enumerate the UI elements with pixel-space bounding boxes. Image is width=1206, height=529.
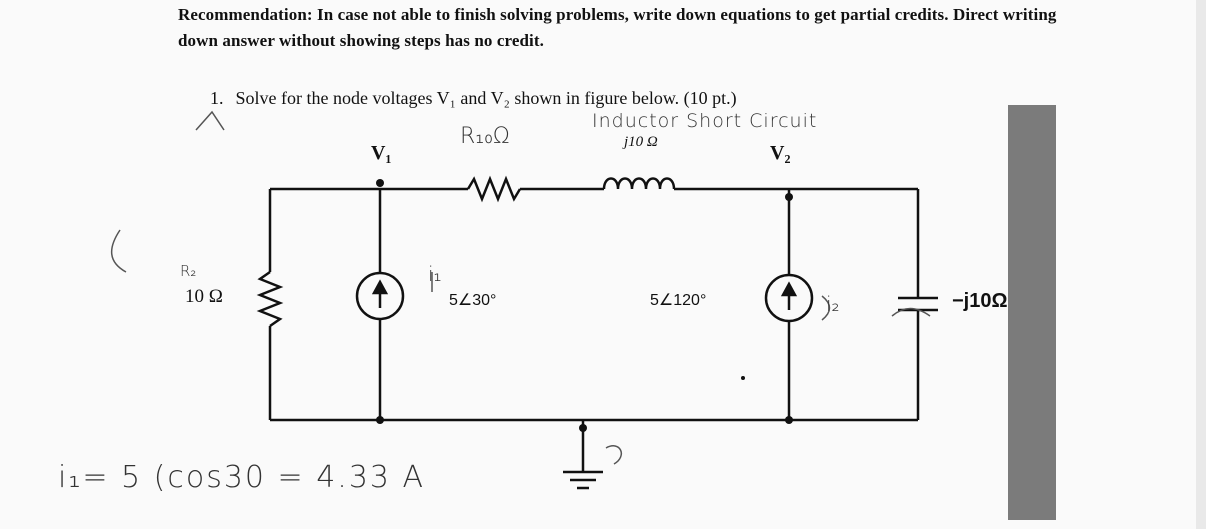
handwritten-inductor-note: Inductor Short Circuit [592,110,818,132]
problem-statement: 1. Solve for the node voltages V₁ and V₂ … [210,88,737,109]
node-label-v2: V₂ [770,142,791,164]
recommendation-text: Recommendation: In case not able to fini… [178,5,1057,50]
scan-gray-band [1008,105,1056,520]
handwritten-equation: i₁= 5 (cos30 = 4.33 A [58,460,426,495]
ground-icon [563,470,603,490]
problem-text: Solve for the node voltages V₁ and V₂ sh… [235,88,737,108]
inductor-coil [602,177,676,190]
node-dot-v2 [785,193,793,201]
handwritten-loop [605,445,623,465]
node-dot [376,416,384,424]
source1-label: 5∠30° [449,292,497,309]
stray-dot [741,376,745,380]
source2-label: 5∠120° [650,292,707,309]
handwritten-r-note: R₁₀Ω [460,124,510,149]
resistor-top [466,175,522,203]
handwritten-i1-mark: i₁ [428,262,442,286]
handwritten-cap-mark [891,307,931,317]
problem-number: 1. [210,88,224,108]
left-resistor-label: 10 Ω [185,286,223,307]
arrow-up-icon [780,281,798,297]
handwritten-arrow-mark [821,295,831,321]
inductor-label: j10 Ω [624,134,658,150]
handwritten-mark [111,229,127,273]
capacitor-label: −j10Ω [952,290,1008,312]
handwritten-check-icon [195,110,225,131]
page-edge-shadow [1196,0,1206,529]
node-dot-v1 [376,179,384,187]
node-dot-ground [579,424,587,432]
arrow-up-icon [371,279,389,295]
handwritten-r2-mark: R₂ [180,262,197,280]
node-dot [785,416,793,424]
resistor-left [256,270,284,328]
node-label-v1: V₁ [371,142,392,164]
handwritten-i2-mark: i₂ [826,292,840,316]
